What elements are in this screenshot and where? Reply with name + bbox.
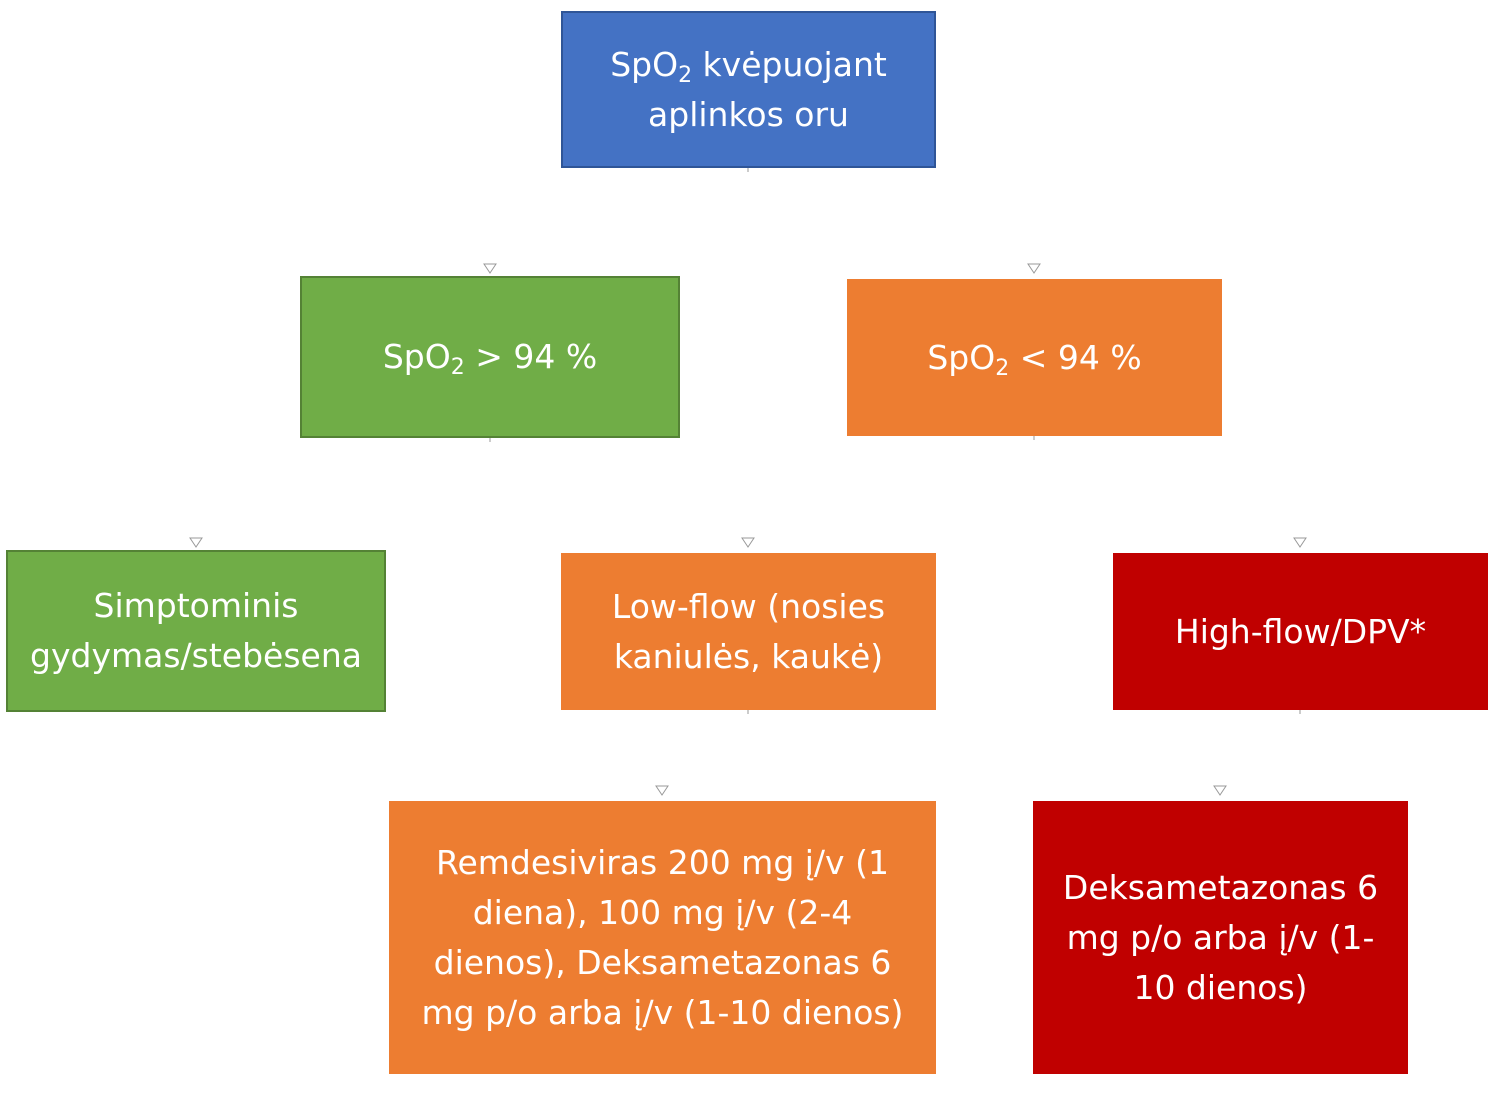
arrowhead-spo2-low (1027, 263, 1041, 274)
node-low-flow-label: Low-flow (nosies kaniulės, kaukė) (611, 586, 886, 676)
node-high-flow-label: High-flow/DPV* (1174, 611, 1427, 651)
node-remdesivir-label: Remdesiviras 200 mg į/v (1 diena), 100 m… (421, 842, 904, 1032)
arrowhead-symptomatic (189, 537, 203, 548)
arrowhead-high-flow (1293, 537, 1307, 548)
arrowhead-dexamethasone (1213, 785, 1227, 796)
node-spo2-below-94-label: SpO2 < 94 % (927, 337, 1142, 381)
node-dexamethasone: Deksametazonas 6 mg p/o arba į/v (1-10 d… (1033, 801, 1408, 1074)
node-spo2-above-94: SpO2 > 94 % (300, 276, 680, 438)
arrowhead-remdesivir (655, 785, 669, 796)
node-symptomatic-label: Simptominis gydymas/stebėsena (30, 586, 362, 675)
arrowhead-spo2-high (483, 263, 497, 274)
node-root-spo2-room-air: SpO2 kvėpuojant aplinkos oru (561, 11, 936, 168)
node-spo2-above-94-label: SpO2 > 94 % (382, 337, 598, 380)
node-high-flow: High-flow/DPV* (1113, 553, 1488, 710)
node-spo2-below-94: SpO2 < 94 % (847, 279, 1222, 436)
node-dexamethasone-label: Deksametazonas 6 mg p/o arba į/v (1-10 d… (1062, 867, 1379, 1007)
arrowhead-low-flow (741, 537, 755, 548)
node-remdesivir-dexamethasone: Remdesiviras 200 mg į/v (1 diena), 100 m… (389, 801, 936, 1074)
node-symptomatic-treatment: Simptominis gydymas/stebėsena (6, 550, 386, 712)
node-low-flow: Low-flow (nosies kaniulės, kaukė) (561, 553, 936, 710)
node-root-label: SpO2 kvėpuojant aplinkos oru (610, 44, 887, 134)
